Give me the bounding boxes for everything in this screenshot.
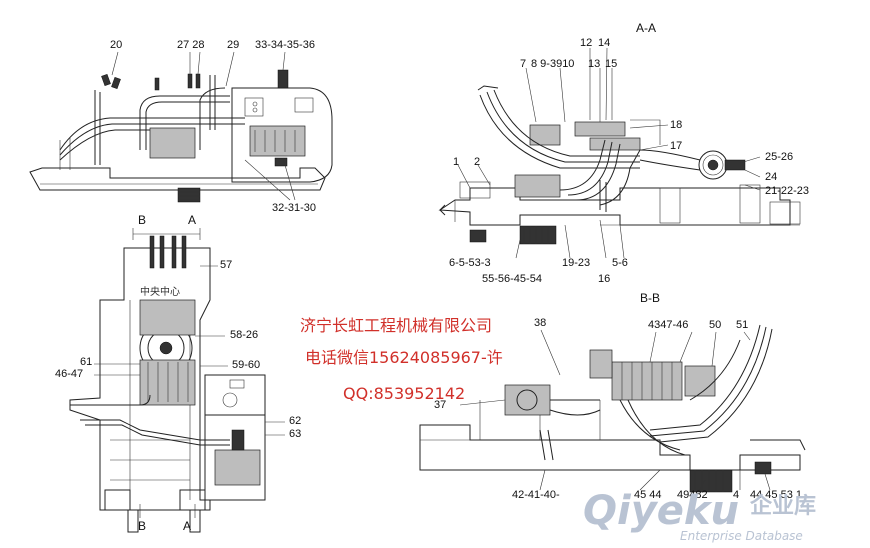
part-label-7: 7 — [520, 58, 527, 70]
contact-qq: QQ:853952142 — [343, 384, 466, 403]
part-label-59-60: 59-60 — [232, 359, 261, 371]
part-label-38: 38 — [534, 317, 547, 329]
part-label-12: 12 — [580, 37, 593, 49]
part-label-50: 50 — [709, 319, 722, 331]
part-label-27-28: 27 28 — [177, 39, 205, 51]
part-label-51: 51 — [736, 319, 749, 331]
part-label-24: 24 — [765, 171, 778, 183]
part-label-18: 18 — [670, 119, 683, 131]
part-label-33-36: 33-34-35-36 — [255, 39, 315, 51]
part-label-46-47: 46-47 — [55, 368, 84, 380]
part-label-1: 1 — [453, 156, 460, 168]
part-label-16: 16 — [598, 273, 611, 285]
part-label-58-26: 58-26 — [230, 329, 259, 341]
left-plan-view — [69, 228, 285, 533]
part-label-55-54: 55-56-45-54 — [482, 273, 542, 285]
section-b-b-view — [419, 324, 806, 493]
part-label-44-1: 44 45 53 1 — [750, 489, 802, 501]
section-title-b-b: B-B — [640, 291, 661, 305]
part-label-61: 61 — [80, 356, 93, 368]
watermark-en: Enterprise Database — [680, 529, 803, 543]
plate-text: 中央中心 — [140, 287, 180, 298]
company-name: 济宁长虹工程机械有限公司 — [300, 316, 493, 335]
part-label-4: 4 — [733, 489, 740, 501]
watermark-logo: Qiyeku — [583, 488, 739, 534]
section-marker-b-top: B — [138, 213, 147, 227]
part-label-15: 15 — [605, 58, 618, 70]
part-label-8-10: 8 9-3910 — [531, 58, 575, 70]
part-label-20: 20 — [110, 39, 123, 51]
part-label-29: 29 — [227, 39, 240, 51]
section-title-a-a: A-A — [636, 21, 657, 35]
part-label-21-23: 21-22-23 — [765, 185, 810, 197]
watermark-cn: 企业库 — [750, 494, 817, 519]
part-label-37: 37 — [434, 399, 447, 411]
part-label-13: 13 — [588, 58, 601, 70]
section-a-a-view — [438, 47, 801, 259]
part-label-2: 2 — [474, 156, 481, 168]
part-label-42-40: 42-41-40- — [512, 489, 560, 501]
section-marker-a-top: A — [188, 213, 197, 227]
part-label-17: 17 — [670, 140, 683, 152]
section-marker-a-bottom: A — [183, 519, 192, 533]
top-assembly-view — [29, 51, 333, 203]
part-label-25-26: 25-26 — [765, 151, 794, 163]
part-label-62: 62 — [289, 415, 302, 427]
part-label-32-30: 32-31-30 — [272, 202, 317, 214]
contact-phone: 电话微信15624085967-许 — [305, 348, 503, 367]
part-label-63: 63 — [289, 428, 302, 440]
part-label-5-6: 5-6 — [612, 257, 628, 269]
part-label-43-46: 4347-46 — [648, 319, 689, 331]
part-label-14: 14 — [598, 37, 611, 49]
part-label-6-3: 6-5-53-3 — [449, 257, 491, 269]
part-label-57: 57 — [220, 259, 233, 271]
part-label-19-23: 19-23 — [562, 257, 591, 269]
section-marker-b-bottom: B — [138, 519, 147, 533]
part-label-45-44: 45 44 — [634, 489, 662, 501]
part-label-49-2: 49482 — [677, 489, 708, 501]
